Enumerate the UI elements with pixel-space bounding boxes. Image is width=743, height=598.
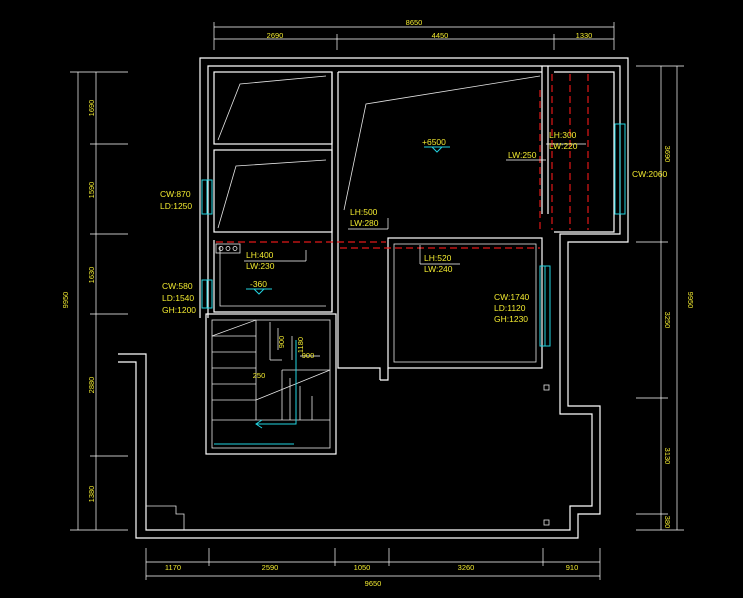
dim-top-total: 8650 xyxy=(406,18,423,27)
annot-lw230: LW:230 xyxy=(246,261,275,271)
annot-lh500: LH:500 xyxy=(350,207,378,217)
annot-ld1250: LD:1250 xyxy=(160,201,192,211)
dim-right-2: 3250 xyxy=(663,312,672,329)
annot-lw220: LW:220 xyxy=(549,141,578,151)
dim-left-3: 1630 xyxy=(87,267,96,284)
annot-lh300: LH:300 xyxy=(549,130,577,140)
dim-top-3: 1330 xyxy=(576,31,593,40)
exterior-walls xyxy=(118,57,629,539)
annot-lw250: LW:250 xyxy=(508,150,537,160)
top-dimension-chain: 8650 2690 4450 1330 xyxy=(213,18,615,50)
dim-top-1: 2690 xyxy=(267,31,284,40)
stair-dim-900a: 900 xyxy=(277,336,286,349)
beam-lines xyxy=(216,74,589,249)
dim-right-4: 380 xyxy=(663,516,672,529)
annot-cw870: CW:870 xyxy=(160,189,191,199)
slope-lines xyxy=(217,75,541,229)
dim-left-5: 1380 xyxy=(87,486,96,503)
annot-elev360: -360 xyxy=(250,279,267,289)
right-dimension-chain: 9950 3690 3250 3130 380 xyxy=(636,65,695,531)
dim-left-total: 9950 xyxy=(61,292,70,309)
toilet-fixtures xyxy=(215,243,550,526)
left-dimension-chain: 9950 1690 1590 1630 2880 1380 xyxy=(61,71,128,531)
annot-cw580: CW:580 xyxy=(162,281,193,291)
dim-top-2: 4450 xyxy=(432,31,449,40)
dim-right-1: 3690 xyxy=(663,146,672,163)
staircase: 900 1180 900 250 xyxy=(211,319,331,445)
annot-lw240: LW:240 xyxy=(424,264,453,274)
dim-bottom-1: 1170 xyxy=(165,563,181,572)
dim-bottom-3: 1050 xyxy=(354,563,371,572)
annot-cw1740: CW:1740 xyxy=(494,292,530,302)
stair-dim-250: 250 xyxy=(253,371,266,380)
dim-bottom-2: 2590 xyxy=(262,563,279,572)
dim-right-3: 3130 xyxy=(663,448,672,465)
stair-dim-1180: 1180 xyxy=(296,337,305,353)
annot-ld1540: LD:1540 xyxy=(162,293,194,303)
annot-lh400: LH:400 xyxy=(246,250,274,260)
annotations: CW:870 LD:1250 CW:580 LD:1540 GH:1200 LH… xyxy=(160,130,668,324)
dim-bottom-total: 9650 xyxy=(365,579,382,588)
dim-left-2: 1590 xyxy=(87,182,96,199)
annot-gh1200: GH:1200 xyxy=(162,305,196,315)
dim-left-1: 1690 xyxy=(87,100,96,117)
dim-left-4: 2880 xyxy=(87,377,96,394)
annot-cw2060: CW:2060 xyxy=(632,169,668,179)
bottom-dimension-chain: 1170 2590 1050 3260 910 9650 xyxy=(145,548,601,588)
annot-ld1120: LD:1120 xyxy=(494,303,526,313)
dim-bottom-4: 3260 xyxy=(458,563,475,572)
annot-lw280: LW:280 xyxy=(350,218,379,228)
annot-elev6500: +6500 xyxy=(422,137,446,147)
dim-right-total: 9950 xyxy=(686,292,695,309)
interior-walls xyxy=(205,66,615,455)
annot-lh520: LH:520 xyxy=(424,253,452,263)
stair-dim-900b: 900 xyxy=(302,351,315,360)
leader-lines xyxy=(244,143,586,295)
windows xyxy=(201,123,626,347)
dim-bottom-5: 910 xyxy=(566,563,579,572)
annot-gh1230: GH:1230 xyxy=(494,314,528,324)
